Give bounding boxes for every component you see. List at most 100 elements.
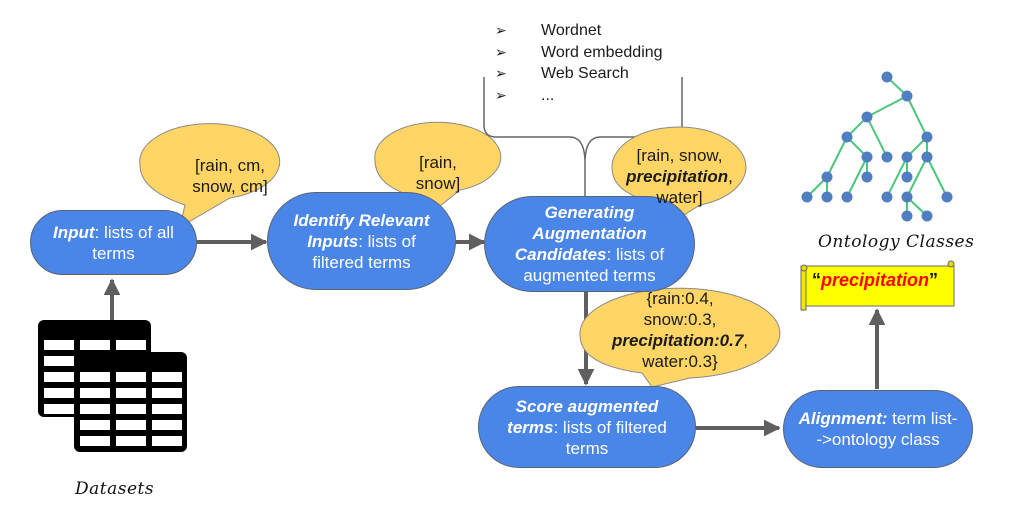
table-cell bbox=[116, 404, 146, 414]
node-score-desc: : lists of filtered terms bbox=[553, 417, 667, 458]
source-item: ➢Web Search bbox=[495, 63, 663, 85]
table-cell bbox=[44, 388, 74, 398]
bubble-scores bbox=[579, 287, 781, 388]
tree-node bbox=[861, 171, 873, 183]
table-cell bbox=[44, 356, 74, 366]
tree-node bbox=[821, 191, 833, 203]
ontology-classes-label: Ontology Classes bbox=[818, 232, 975, 252]
table-cell bbox=[44, 372, 74, 382]
bubble-line: [rain, snow, bbox=[636, 146, 723, 165]
tree-node bbox=[901, 210, 913, 222]
bubble-line: snow, cm] bbox=[192, 177, 268, 196]
result-term-text: precipitation bbox=[820, 270, 929, 290]
source-label: Wordnet bbox=[541, 22, 602, 39]
bullet-arrow-icon: ➢ bbox=[495, 22, 507, 38]
bubble-augmented-terms-text: [rain, snow, precipitation, water] bbox=[612, 145, 747, 208]
tree-edge bbox=[826, 136, 848, 178]
tree-edge bbox=[866, 116, 888, 158]
bullet-arrow-icon: ➢ bbox=[495, 43, 507, 60]
tree-node bbox=[801, 191, 813, 203]
table-cell bbox=[80, 340, 110, 350]
source-label: Word embedding bbox=[541, 43, 663, 61]
source-label: ... bbox=[541, 86, 555, 104]
tree-edge bbox=[886, 156, 908, 198]
bubble-scores-text: {rain:0.4, snow:0.3, precipitation:0.7, … bbox=[590, 288, 770, 372]
table-cell bbox=[44, 340, 74, 350]
tree-node bbox=[901, 171, 913, 183]
table-cell bbox=[116, 436, 146, 446]
tree-node bbox=[881, 191, 893, 203]
node-identify-desc: : lists of filtered terms bbox=[312, 231, 416, 272]
table-cell bbox=[116, 388, 146, 398]
tree-node bbox=[861, 151, 873, 163]
table-cell bbox=[152, 388, 182, 398]
table-cell bbox=[152, 404, 182, 414]
bubble-filtered-terms bbox=[374, 121, 502, 223]
bubble-highlight: precipitation bbox=[626, 167, 729, 186]
table-cell bbox=[152, 436, 182, 446]
tree-node bbox=[881, 151, 893, 163]
table-cell bbox=[116, 340, 146, 350]
node-alignment: Alignment: term list-->ontology class bbox=[783, 390, 973, 468]
node-score-title: Score augmented terms bbox=[507, 396, 659, 437]
tree-node bbox=[881, 71, 893, 83]
source-item: ➢ Word embedding bbox=[495, 42, 663, 64]
tree-node bbox=[901, 151, 913, 163]
tree-edge bbox=[866, 95, 908, 118]
node-input: Input: lists of all terms bbox=[30, 210, 197, 275]
close-quote: ” bbox=[929, 270, 938, 290]
node-alignment-desc: term list-->ontology class bbox=[816, 409, 958, 449]
table-cell bbox=[116, 372, 146, 382]
bubble-line: , bbox=[728, 167, 733, 186]
bubble-line: [rain, bbox=[419, 153, 457, 172]
node-identify: Identify Relevant Inputs: lists of filte… bbox=[267, 192, 456, 290]
bubble-line: {rain:0.4, bbox=[646, 289, 714, 308]
table-cell bbox=[80, 388, 110, 398]
table-cell bbox=[44, 404, 74, 414]
open-quote: “ bbox=[811, 270, 821, 290]
node-input-title: Input bbox=[53, 222, 95, 242]
table-cell bbox=[80, 420, 110, 430]
bullet-arrow-icon: ➢ bbox=[495, 65, 507, 81]
tree-node bbox=[921, 131, 933, 143]
tree-node bbox=[921, 210, 933, 222]
result-scroll bbox=[800, 260, 955, 311]
bubble-line: snow:0.3, bbox=[643, 310, 717, 329]
tree-node bbox=[901, 90, 913, 102]
table-cell bbox=[152, 420, 182, 430]
tree-edge bbox=[926, 156, 948, 198]
node-alignment-title: Alignment: bbox=[798, 409, 888, 428]
node-generating-title: Generating Augmentation Candidates bbox=[514, 203, 647, 264]
table-cell bbox=[80, 404, 110, 414]
bubble-highlight: precipitation:0.7 bbox=[611, 331, 744, 350]
node-input-desc: : lists of all terms bbox=[92, 222, 174, 263]
tree-node bbox=[941, 191, 953, 203]
node-identify-title: Identify Relevant Inputs bbox=[293, 210, 430, 251]
bubble-augmented-terms bbox=[611, 126, 747, 228]
bubble-input-terms bbox=[139, 123, 281, 229]
tree-node bbox=[841, 131, 853, 143]
tree-node bbox=[901, 191, 913, 203]
node-generating-desc: : lists of augmented terms bbox=[523, 245, 665, 285]
tree-node bbox=[841, 191, 853, 203]
datasets-label: Datasets bbox=[75, 479, 155, 499]
augmentation-sources-list: ➢ Wordnet ➢ Word embedding ➢Web Search ➢..… bbox=[495, 20, 663, 106]
table-cell bbox=[116, 420, 146, 430]
bullet-arrow-icon: ➢ bbox=[495, 86, 507, 103]
tree-edge bbox=[906, 95, 928, 138]
bubble-line: , bbox=[743, 331, 749, 350]
node-score: Score augmented terms: lists of filtered… bbox=[478, 386, 696, 468]
bubble-line: snow] bbox=[415, 174, 461, 193]
table-cell bbox=[80, 372, 110, 382]
result-term: “precipitation” bbox=[800, 270, 950, 291]
tree-node bbox=[921, 151, 933, 163]
source-item: ➢... bbox=[495, 85, 663, 107]
bubble-line: [rain, cm, bbox=[195, 156, 265, 175]
tree-edge bbox=[906, 156, 928, 198]
table-stack-icon bbox=[38, 320, 187, 452]
bubble-line: water] bbox=[656, 188, 703, 207]
bubble-line: water:0.3} bbox=[642, 352, 718, 371]
bubble-filtered-terms-text: [rain, snow] bbox=[383, 152, 493, 194]
source-item: ➢ Wordnet bbox=[495, 20, 663, 42]
